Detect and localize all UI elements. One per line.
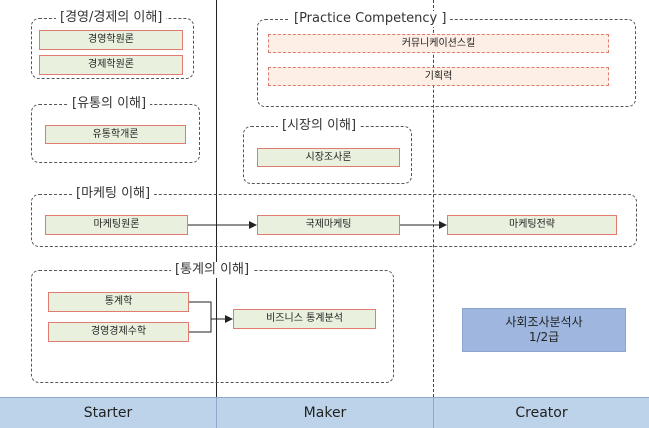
group-title-distribution: [유통의 이해] — [68, 96, 151, 112]
course-statistics: 통계학 — [48, 292, 189, 312]
group-statistics: [통계의 이해] — [31, 262, 394, 383]
certification-level: 1/2급 — [528, 330, 560, 344]
stage-footer: Starter Maker Creator — [0, 397, 649, 428]
course-marketing-strategy: 마케팅전략 — [447, 215, 617, 235]
course-communication-skill: 커뮤니케이션스킬 — [268, 34, 609, 53]
group-title-market: [시장의 이해] — [278, 118, 361, 134]
maker-creator-divider — [433, 0, 434, 397]
certification-box: 사회조사분석사 1/2급 — [462, 308, 626, 352]
group-title-management-economics: [경영/경제의 이해] — [56, 10, 167, 26]
group-distribution: [유통의 이해] — [31, 96, 200, 163]
course-international-marketing: 국제마케팅 — [257, 215, 400, 235]
course-business-math: 경영경제수학 — [48, 322, 189, 342]
certification-name: 사회조사분석사 — [505, 315, 583, 329]
group-management-economics: [경영/경제의 이해] — [31, 10, 194, 79]
course-business-administration: 경영학원론 — [39, 30, 183, 50]
group-title-statistics: [통계의 이해] — [171, 262, 254, 278]
course-distribution-intro: 유통학개론 — [45, 125, 186, 144]
course-marketing-principles: 마케팅원론 — [45, 215, 188, 235]
course-business-statistics-analysis: 비즈니스 통계분석 — [233, 309, 376, 329]
group-market: [시장의 이해] — [243, 118, 412, 184]
course-planning-ability: 기획력 — [268, 67, 609, 86]
group-title-practice-competency: [Practice Competency ] — [290, 11, 451, 27]
group-practice-competency: [Practice Competency ] — [257, 11, 636, 107]
course-market-research: 시장조사론 — [257, 148, 400, 167]
stage-creator: Creator — [433, 398, 649, 428]
stage-starter: Starter — [83, 405, 133, 421]
group-title-marketing: [마케팅 이해] — [72, 186, 155, 202]
starter-maker-divider — [216, 0, 217, 397]
course-economics: 경제학원론 — [39, 55, 183, 75]
group-marketing: [마케팅 이해] — [31, 186, 637, 247]
stage-maker: Maker — [216, 398, 433, 428]
